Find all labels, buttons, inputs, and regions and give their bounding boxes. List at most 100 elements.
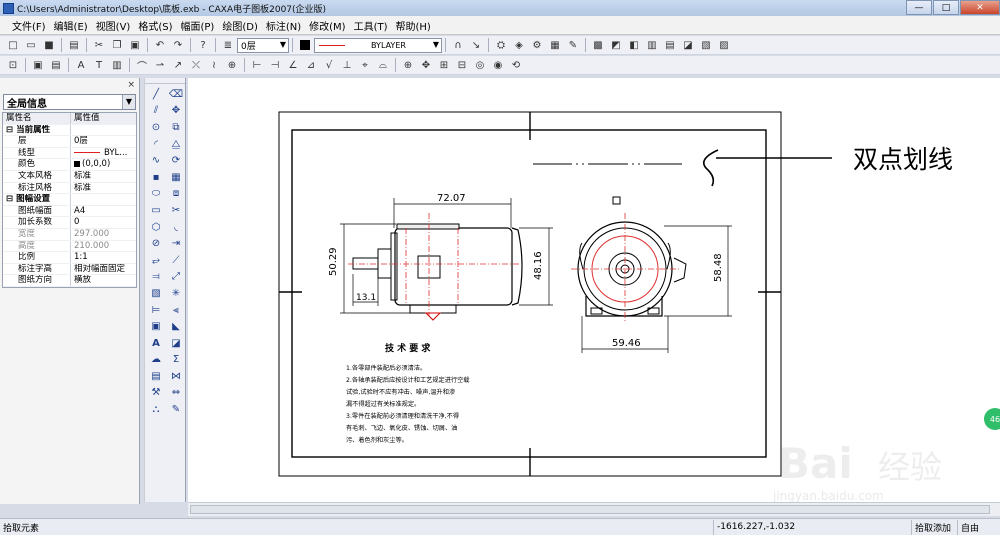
group-current-properties[interactable]: ⊟ 当前属性 bbox=[3, 124, 136, 137]
table-row[interactable]: 宽度 297.000 bbox=[3, 228, 136, 241]
tolerance-icon[interactable]: ⌖ bbox=[362, 59, 368, 71]
zoom-out-icon[interactable]: ⊟ bbox=[457, 59, 467, 71]
cut-icon[interactable]: ✂ bbox=[94, 39, 104, 51]
table-row[interactable]: 标注风格 标准 bbox=[3, 182, 136, 195]
offset-tool-icon[interactable]: ⥂ bbox=[152, 254, 160, 266]
print-icon[interactable]: ▤ bbox=[69, 39, 79, 51]
offset-icon[interactable]: ⇀ bbox=[155, 59, 165, 71]
break-icon[interactable]: ⟋ bbox=[172, 254, 180, 266]
linear-dim-icon[interactable]: ⊢ bbox=[252, 59, 262, 71]
menu-modify[interactable]: 修改(M) bbox=[309, 21, 346, 33]
ellipse-tool-icon[interactable]: ⬭ bbox=[151, 188, 161, 200]
bom-icon[interactable]: ⚙ bbox=[532, 39, 542, 51]
sheet-size-icon[interactable]: ⊡ bbox=[8, 59, 18, 71]
align-icon[interactable]: ⫷ bbox=[173, 304, 179, 316]
open-folder-icon[interactable]: ▭ bbox=[26, 39, 36, 51]
part-icon[interactable]: ◈ bbox=[515, 39, 523, 51]
block-insert-icon[interactable]: ◩ bbox=[611, 39, 621, 51]
side-badge[interactable]: 46 bbox=[984, 408, 1000, 430]
new-file-icon[interactable]: □ bbox=[8, 39, 18, 51]
ortho-icon[interactable]: ∩ bbox=[454, 39, 462, 51]
join-icon[interactable]: ⋈ bbox=[171, 370, 181, 382]
datum-icon[interactable]: ⊥ bbox=[342, 59, 352, 71]
table-row[interactable]: 文本风格 标准 bbox=[3, 170, 136, 183]
point-tool-icon[interactable]: ▪ bbox=[152, 171, 160, 183]
table-row[interactable]: 线型 BYL... bbox=[3, 147, 136, 160]
scale-icon[interactable]: ⧈ bbox=[172, 188, 180, 200]
table-row[interactable]: 高度 210.000 bbox=[3, 240, 136, 253]
copy-icon[interactable]: ❐ bbox=[112, 39, 122, 51]
explode-icon[interactable]: ✳ bbox=[171, 287, 181, 299]
drawing-canvas[interactable]: 72.07 50.29 48.16 13.1 59.46 58.48 技 术 要… bbox=[188, 78, 1000, 502]
pencil-icon[interactable]: ✎ bbox=[171, 404, 181, 416]
block-icon[interactable]: ▩ bbox=[593, 39, 603, 51]
maximize-button[interactable]: □ bbox=[933, 0, 959, 15]
lengthen-icon[interactable]: ⇔ bbox=[171, 387, 181, 399]
menu-help[interactable]: 帮助(H) bbox=[395, 21, 431, 33]
properties-scope-dropdown[interactable]: 全局信息 ▼ bbox=[3, 94, 136, 110]
sigma-icon[interactable]: Σ bbox=[172, 354, 180, 366]
grid-tool-icon[interactable]: ▤ bbox=[151, 370, 161, 382]
arc-connect-icon[interactable]: ⌒ bbox=[137, 61, 147, 73]
trim-tool-icon[interactable]: ✂ bbox=[171, 204, 181, 216]
paste-icon[interactable]: ▣ bbox=[130, 39, 140, 51]
equidistant-line-icon[interactable]: ⫤ bbox=[152, 271, 160, 283]
menu-view[interactable]: 视图(V) bbox=[95, 21, 131, 33]
scrollbar-thumb[interactable] bbox=[190, 505, 990, 514]
zoom-all-icon[interactable]: ◉ bbox=[493, 59, 503, 71]
table-row[interactable]: 加长系数 0 bbox=[3, 217, 136, 229]
menu-tools[interactable]: 工具(T) bbox=[353, 21, 388, 33]
frame-setup-icon[interactable]: ▣ bbox=[33, 59, 43, 71]
zoom-previous-icon[interactable]: ◎ bbox=[475, 59, 485, 71]
library-icon[interactable]: ⛭ bbox=[497, 39, 505, 51]
mirror-icon[interactable]: ⧋ bbox=[171, 138, 181, 150]
undo-icon[interactable]: ↶ bbox=[155, 39, 165, 51]
save-icon[interactable]: ■ bbox=[44, 39, 54, 51]
close-button[interactable]: ✕ bbox=[960, 0, 1000, 15]
symbol-icon[interactable]: ✎ bbox=[568, 39, 578, 51]
hatch-tool-icon[interactable]: ▧ bbox=[151, 287, 161, 299]
circle-tool-icon[interactable]: ⊙ bbox=[151, 121, 161, 133]
attach-icon[interactable]: ▨ bbox=[719, 39, 729, 51]
rectangle-tool-icon[interactable]: ▭ bbox=[151, 204, 161, 216]
table-row[interactable]: 层 0层 bbox=[3, 136, 136, 148]
roughness-icon[interactable]: √ bbox=[325, 59, 333, 71]
menu-draw[interactable]: 绘图(D) bbox=[222, 21, 258, 33]
snap-icon[interactable]: ↘ bbox=[471, 39, 481, 51]
table-row[interactable]: 图纸方向 横放 bbox=[3, 275, 136, 287]
angle-dim-icon[interactable]: ∠ bbox=[288, 59, 298, 71]
table-row[interactable]: 比例 1:1 bbox=[3, 252, 136, 264]
help-icon[interactable]: ? bbox=[200, 39, 206, 51]
title-block-icon[interactable]: ◧ bbox=[629, 39, 639, 51]
polygon-tool-icon[interactable]: ⬡ bbox=[151, 221, 161, 233]
aligned-dim-icon[interactable]: ⊣ bbox=[270, 59, 280, 71]
dimension-tool-icon[interactable]: ⊨ bbox=[151, 304, 161, 316]
snap-mode-dropdown[interactable]: 自由 bbox=[958, 520, 1000, 535]
frame-icon[interactable]: ▥ bbox=[647, 39, 657, 51]
menu-format[interactable]: 格式(S) bbox=[138, 21, 173, 33]
linetype-dropdown[interactable]: BYLAYER ▼ bbox=[314, 37, 442, 53]
layer-icon[interactable]: ≣ bbox=[223, 39, 233, 51]
zoom-window-icon[interactable]: ⊕ bbox=[403, 59, 413, 71]
pan-icon[interactable]: ✥ bbox=[421, 59, 431, 71]
chamfer-icon[interactable]: ◣ bbox=[172, 321, 180, 333]
array-icon[interactable]: ▦ bbox=[171, 171, 181, 183]
title-block-setup-icon[interactable]: ▤ bbox=[51, 59, 61, 71]
stretch-icon[interactable]: ↗ bbox=[173, 59, 183, 71]
menu-file[interactable]: 文件(F) bbox=[12, 21, 46, 33]
fillet-icon[interactable]: ◟ bbox=[174, 221, 178, 233]
menu-sheet[interactable]: 幅面(P) bbox=[180, 21, 215, 33]
trim-icon[interactable]: ⤫ bbox=[192, 59, 200, 71]
properties-brush-icon[interactable]: ⚒ bbox=[151, 387, 161, 399]
extend-icon[interactable]: ⇥ bbox=[171, 238, 181, 250]
sheet-icon[interactable]: ◪ bbox=[683, 39, 693, 51]
horizontal-scrollbar[interactable] bbox=[188, 502, 1000, 516]
table-row[interactable]: 颜色 (0,0,0) bbox=[3, 159, 136, 171]
parts-list-icon[interactable]: ▤ bbox=[665, 39, 675, 51]
code-icon[interactable]: ▧ bbox=[701, 39, 711, 51]
line-tool-icon[interactable]: ╱ bbox=[152, 88, 160, 100]
menu-edit[interactable]: 编辑(E) bbox=[53, 21, 88, 33]
stretch-tool-icon[interactable]: ⤢ bbox=[172, 271, 180, 283]
eraser-tool-icon[interactable]: ⌫ bbox=[168, 88, 184, 100]
text-tool-icon[interactable]: A bbox=[152, 337, 160, 349]
